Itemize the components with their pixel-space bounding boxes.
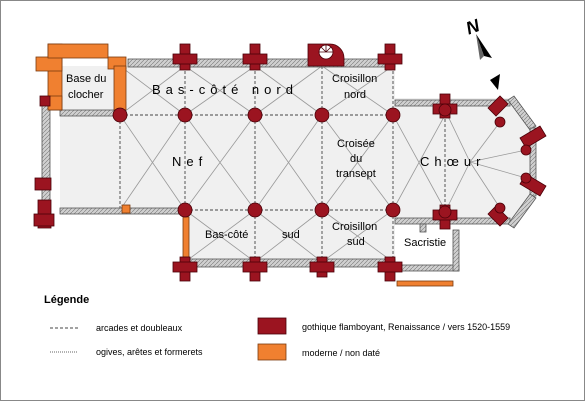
label-croisillon-sud-2: sud [347, 236, 365, 248]
label-bas-cote-sud-1: Bas-côté [205, 229, 248, 241]
rib-vault-lines [119, 65, 527, 263]
label-croisillon-sud-1: Croisillon [332, 221, 377, 233]
label-sacristie: Sacristie [404, 237, 446, 249]
legend-gothique-swatch [257, 317, 287, 335]
spiral-stair [318, 44, 334, 60]
legend: Légende arcades et doubleaux ogives, arê… [44, 294, 510, 361]
label-croisee-1: Croisée [337, 138, 375, 150]
modern-structures [35, 43, 454, 287]
label-base-clocher-1: Base du [66, 73, 106, 85]
label-nef: Nef [172, 154, 207, 169]
label-choeur: Chœur [420, 154, 485, 169]
legend-moderne-swatch [257, 343, 287, 361]
label-croisillon-nord-2: nord [344, 89, 366, 101]
gothic-structures [33, 43, 547, 282]
label-bas-cote-sud-2: sud [282, 229, 300, 241]
north-arrow-icon [476, 34, 500, 90]
label-croisee-2: du [350, 153, 362, 165]
legend-gothique-label: gothique flamboyant, Renaissance / vers … [302, 322, 510, 332]
label-croisillon-nord-1: Croisillon [332, 73, 377, 85]
legend-arcades-label: arcades et doubleaux [96, 323, 183, 333]
legend-title: Légende [44, 294, 89, 306]
legend-moderne-label: moderne / non daté [302, 348, 380, 358]
label-base-clocher-2: clocher [68, 89, 104, 101]
north-letter: N [463, 15, 483, 39]
legend-ogives-label: ogives, arêtes et formerets [96, 347, 203, 357]
label-bas-cote-nord: Bas-côté nord [152, 82, 298, 97]
label-croisee-3: transept [336, 168, 376, 180]
